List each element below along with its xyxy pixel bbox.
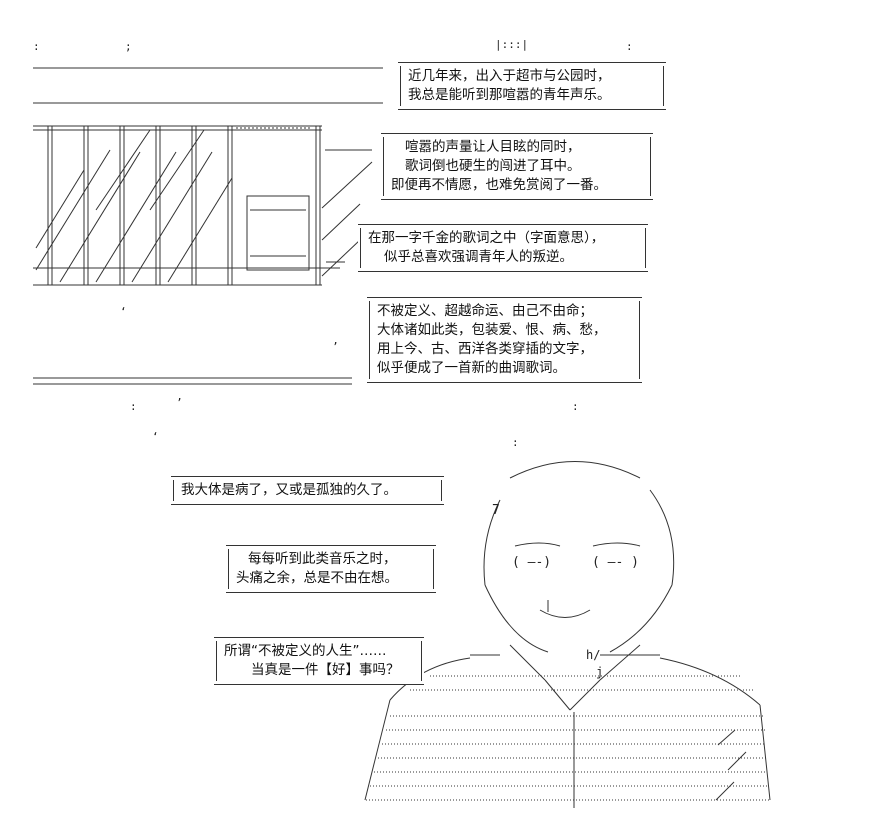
left-eye-mark: ( —-) xyxy=(512,555,552,570)
caption-line: 我总是能听到那喧嚣的青年声乐。 xyxy=(408,87,611,103)
caption-line: 用上今、古、西洋各类穿插的文字， xyxy=(377,341,593,357)
caption-line: 歌词倒也硬生的闯进了耳中。 xyxy=(405,158,581,174)
caption-box: 近几年来，出入于超市与公园时， 我总是能听到那喧嚣的青年声乐。 xyxy=(398,62,666,110)
caption-box: 在那一字千金的歌词之中（字面意思）， 似乎总喜欢强调青年人的叛逆。 xyxy=(358,224,648,272)
caption-line: 我大体是病了，又或是孤独的久了。 xyxy=(181,482,397,498)
caption-line: 所谓“不被定义的人生”…… xyxy=(224,643,387,659)
person-figure xyxy=(364,461,771,808)
caption-box: 每每听到此类音乐之时， 头痛之余，总是不由在想。 xyxy=(226,545,436,593)
caption-line: 头痛之余，总是不由在想。 xyxy=(236,570,398,586)
ascii-mark: ‘ xyxy=(152,430,159,443)
caption-box: 不被定义、超越命运、由己不由命； 大体诸如此类，包装爱、恨、病、愁， 用上今、古… xyxy=(367,297,642,383)
caption-line: 似乎便成了一首新的曲调歌词。 xyxy=(377,360,566,376)
caption-box: 喧嚣的声量让人目眩的同时， 歌词倒也硬生的闯进了耳中。 即便再不情愿，也难免赏阅… xyxy=(381,133,653,200)
ascii-mark: ’ xyxy=(332,340,339,353)
ascii-mark: : xyxy=(572,400,579,413)
caption-box: 我大体是病了，又或是孤独的久了。 xyxy=(171,476,444,505)
caption-box: 所谓“不被定义的人生”…… 当真是一件【好】事吗？ xyxy=(214,637,424,685)
caption-line: 喧嚣的声量让人目眩的同时， xyxy=(405,139,581,155)
ascii-mark: ’ xyxy=(176,396,183,409)
caption-line: 大体诸如此类，包装爱、恨、病、愁， xyxy=(377,322,607,338)
ascii-mark: 7 xyxy=(492,503,500,518)
ascii-mark: : xyxy=(33,40,40,53)
ascii-mark: h/ xyxy=(586,648,601,662)
caption-line: 不被定义、超越命运、由己不由命； xyxy=(377,303,593,319)
caption-line: 每每听到此类音乐之时， xyxy=(248,551,397,567)
ascii-mark: ‘ xyxy=(120,305,127,318)
caption-line: 近几年来，出入于超市与公园时， xyxy=(408,68,611,84)
ascii-mark: j xyxy=(596,665,604,679)
caption-line: 在那一字千金的歌词之中（字面意思）， xyxy=(368,230,605,246)
ascii-mark: ; xyxy=(125,40,132,53)
caption-line: 当真是一件【好】事吗？ xyxy=(224,662,400,678)
caption-line: 即便再不情愿，也难免赏阅了一番。 xyxy=(391,177,607,193)
caption-line: 似乎总喜欢强调青年人的叛逆。 xyxy=(384,249,573,265)
fence-structure xyxy=(33,125,373,286)
ascii-mark: : xyxy=(626,40,633,53)
ascii-mark: |:::| xyxy=(495,38,529,51)
right-eye-mark: ( —- ) xyxy=(592,555,639,570)
ascii-mark: : xyxy=(130,400,137,413)
ascii-mark: : xyxy=(512,436,519,449)
